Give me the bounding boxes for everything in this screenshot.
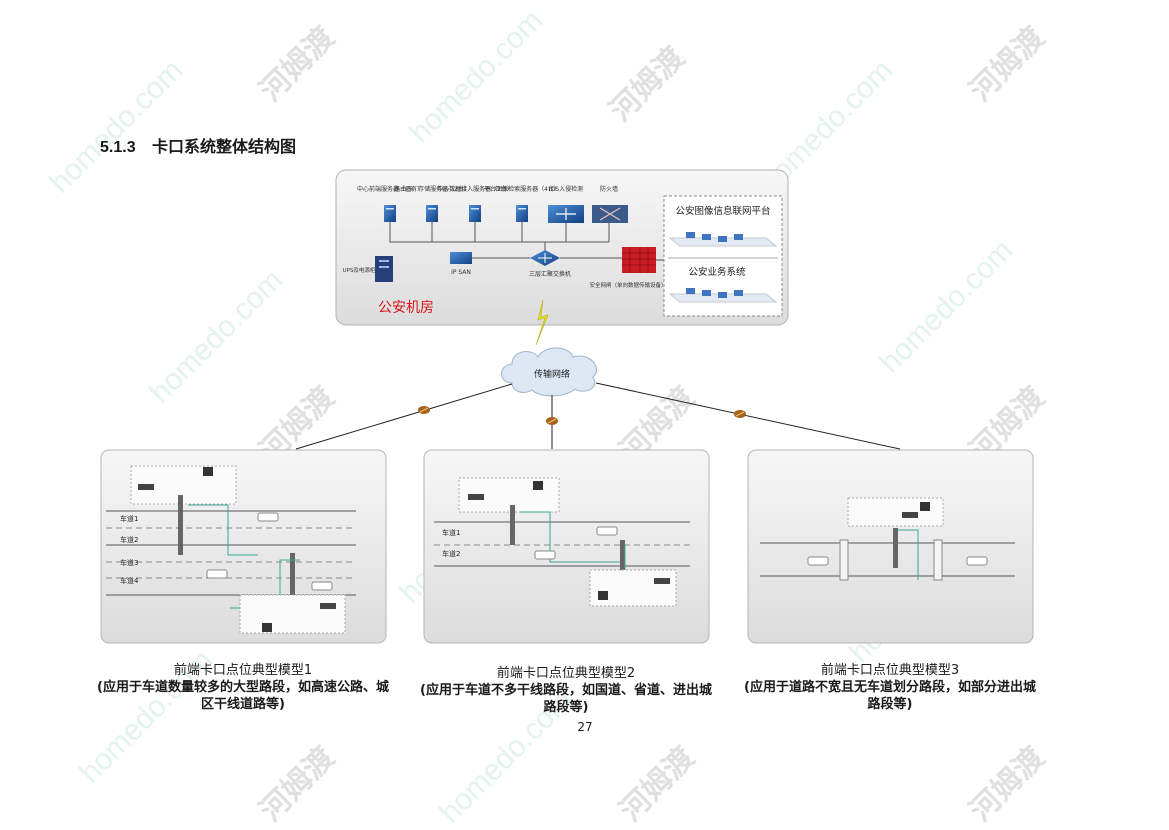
model-1-scene <box>106 465 356 634</box>
firewall-icon <box>592 205 628 223</box>
link-marker-icon <box>546 417 558 425</box>
model-2-desc: (应用于车道不多干线路段，如国道、省道、进出城路段等) <box>420 683 712 715</box>
server-icon <box>426 205 438 222</box>
model-1-lane-label: 车道4 <box>120 576 139 585</box>
server-label: IDS入侵检测 <box>549 185 583 193</box>
link-model-1 <box>295 383 513 450</box>
model-3-desc: (应用于道路不宽且无车道划分路段，如部分进出城路段等) <box>744 680 1036 712</box>
page-number: 27 <box>577 720 593 734</box>
section-number: 5.1.3 <box>100 139 136 156</box>
lan-bus <box>389 222 610 252</box>
platform-1-devices <box>668 232 778 247</box>
link-marker-icon <box>734 410 746 418</box>
room-label: 公安机房 <box>378 300 434 316</box>
platform-1-label: 公安图像信息联网平台 <box>675 205 770 217</box>
model-2-scene <box>434 477 690 607</box>
model-1-lane-label: 车道3 <box>120 558 138 567</box>
network-label: 传输网络 <box>534 368 570 380</box>
platform-2-label: 公安业务系统 <box>688 266 746 278</box>
san-icon <box>450 252 472 264</box>
network-cloud <box>501 347 597 397</box>
platform-2-devices <box>668 288 778 303</box>
model-1-lane-label: 车道2 <box>120 535 138 544</box>
model-1-title: 前端卡口点位典型模型1 <box>173 663 313 678</box>
model-1-desc: (应用于车道数量较多的大型路段，如高速公路、城区干线道路等) <box>97 680 389 712</box>
model-2-title: 前端卡口点位典型模型2 <box>496 666 636 681</box>
ups-label: UPS及电源柜 <box>343 266 376 274</box>
model-2-lane-label: 车道2 <box>442 549 460 558</box>
san-label: IP SAN <box>451 269 471 276</box>
server-label: 中心前端服务器（已有） <box>357 185 423 193</box>
gateway-label: 安全网闸（单向数据传输设备） <box>589 281 666 289</box>
model-3-scene <box>760 497 1015 581</box>
wireless-link-icon <box>535 299 549 346</box>
ups-icon <box>375 256 393 282</box>
server-label: 平台图像检索服务器（4台） <box>484 185 560 193</box>
model-2-caption: 前端卡口点位典型模型2 (应用于车道不多干线路段，如国道、省道、进出城路段等) <box>416 665 716 716</box>
model-3-title: 前端卡口点位典型模型3 <box>820 663 960 678</box>
section-title: 卡口系统整体结构图 <box>152 139 297 156</box>
model-3-panel <box>747 449 1034 644</box>
server-label: 路由器、存储服务器（2台） <box>394 185 470 193</box>
server-label: 中心数据接入服务器（2台） <box>437 185 513 193</box>
server-label: 防火墙 <box>600 185 618 193</box>
model-2-lane-label: 车道1 <box>442 528 460 537</box>
link-marker-icon <box>418 406 430 414</box>
model-1-caption: 前端卡口点位典型模型1 (应用于车道数量较多的大型路段，如高速公路、城区干线道路… <box>93 662 393 713</box>
model-1-lane-label: 车道1 <box>120 514 138 523</box>
server-icon <box>516 205 528 222</box>
server-icon <box>384 205 396 222</box>
link-model-3 <box>595 382 901 450</box>
gateway-icon <box>622 247 656 273</box>
server-icon <box>469 205 481 222</box>
model-3-caption: 前端卡口点位典型模型3 (应用于道路不宽且无车道划分路段，如部分进出城路段等) <box>740 662 1040 713</box>
section-heading: 5.1.3 卡口系统整体结构图 <box>100 133 296 157</box>
platform-label: 公安图像信息联网平台 <box>675 205 770 217</box>
core-switch-icon <box>530 250 560 266</box>
ids-icon <box>548 205 584 223</box>
switch-label: 三层汇聚交换机 <box>529 270 571 278</box>
